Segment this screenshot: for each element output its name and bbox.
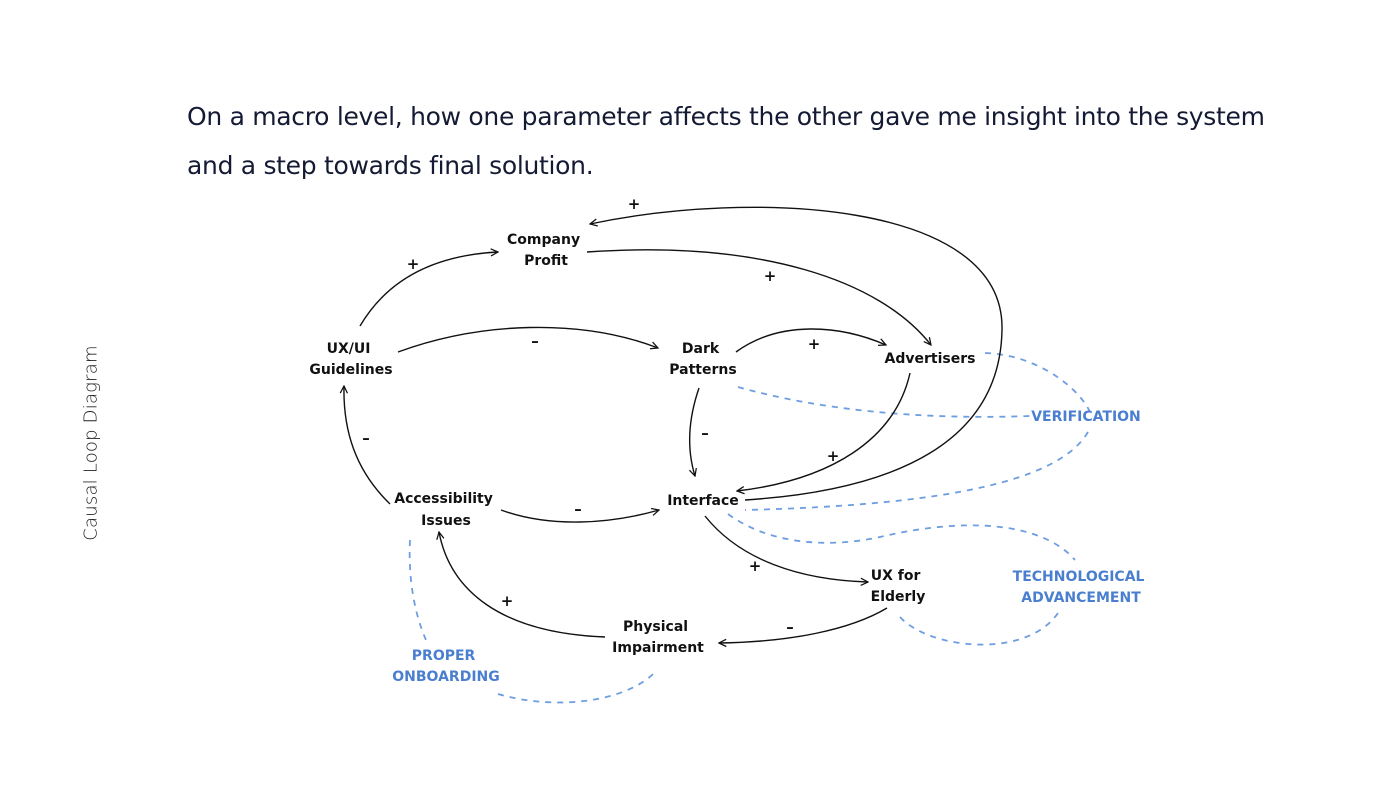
polarity-interface-elderly: + [749, 557, 762, 575]
dash-tech-interface [727, 513, 1076, 561]
dash-tech-elderly [899, 609, 1061, 646]
link-interface-to-profit [590, 206, 1003, 501]
polarity-accessibility-guidelines: – [362, 429, 370, 447]
node-advertisers: Advertisers [885, 351, 976, 367]
link-guidelines-to-darkpatterns [397, 326, 658, 353]
dash-verification-advertisers [984, 352, 1091, 413]
link-darkpatterns-to-interface [690, 387, 700, 476]
node-ux-for-elderly: UX for Elderly [871, 568, 926, 605]
node-interface: Interface [667, 493, 739, 509]
polarity-signs: + – + + + – + – – + – + [362, 195, 839, 636]
causal-links [344, 206, 1003, 643]
node-company-profit: Company Profit [507, 232, 585, 269]
nodes: Company Profit UX/UI Guidelines Dark Pat… [309, 232, 975, 656]
dash-verification-interface [744, 431, 1089, 511]
polarity-elderly-impairment: – [786, 618, 794, 636]
dash-onboarding-impairment [497, 670, 657, 704]
polarity-guidelines-profit: + [407, 255, 420, 273]
link-accessibility-to-interface [500, 510, 659, 523]
link-accessibility-to-guidelines [344, 386, 391, 505]
external-proper-onboarding: PROPER ONBOARDING [392, 648, 499, 685]
dash-onboarding-accessibility [408, 539, 427, 641]
polarity-interface-profit: + [628, 195, 641, 213]
link-impairment-to-accessibility [439, 532, 606, 638]
intro-line-2: and a step towards final solution. [187, 151, 594, 180]
link-profit-to-advertisers [586, 249, 931, 345]
intro-paragraph: On a macro level, how one parameter affe… [187, 92, 1307, 190]
dash-verification-darkpatterns [737, 386, 1031, 418]
link-interface-to-elderly [704, 515, 868, 582]
polarity-guidelines-darkpatterns: – [531, 332, 539, 350]
polarity-advertisers-interface: + [827, 447, 840, 465]
link-darkpatterns-to-advertisers [735, 328, 886, 353]
external-verification: VERIFICATION [1031, 409, 1141, 425]
external-technological-advancement: TECHNOLOGICAL ADVANCEMENT [1013, 569, 1150, 606]
polarity-accessibility-interface: – [574, 500, 582, 518]
external-factors: VERIFICATION TECHNOLOGICAL ADVANCEMENT P… [392, 409, 1150, 685]
polarity-darkpatterns-advertisers: + [808, 335, 821, 353]
external-influence-lines [408, 352, 1091, 704]
node-accessibility-issues: Accessibility Issues [394, 491, 498, 529]
link-advertisers-to-interface [737, 372, 911, 491]
polarity-impairment-accessibility: + [501, 592, 514, 610]
link-elderly-to-impairment [719, 607, 888, 643]
node-ux-ui-guidelines: UX/UI Guidelines [309, 341, 392, 378]
node-dark-patterns: Dark Patterns [669, 341, 736, 378]
node-physical-impairment: Physical Impairment [612, 619, 704, 656]
link-guidelines-to-profit [359, 252, 498, 327]
polarity-profit-advertisers: + [764, 267, 777, 285]
intro-line-1: On a macro level, how one parameter affe… [187, 102, 1265, 131]
polarity-darkpatterns-interface: – [701, 424, 709, 442]
